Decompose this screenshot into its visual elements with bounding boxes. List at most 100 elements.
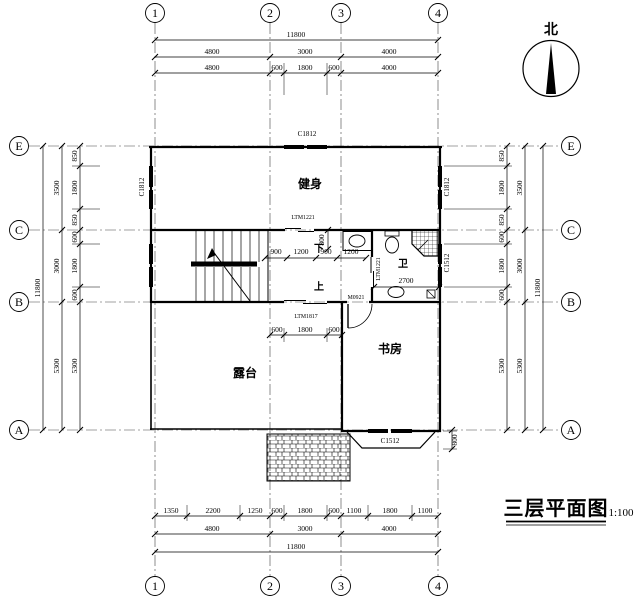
parapet-walls [150,303,343,430]
axis-row-b-right: B [567,295,575,309]
labels: 健身 卫 书房 露台 下 上 C1812 C1812 C1812 C1512 C… [138,130,451,445]
axis-row-c-right: C [567,223,575,237]
dim-top-600a: 600 [271,63,283,72]
axis-row-b-left: B [15,295,23,309]
dim-bot-4000: 4000 [382,524,397,533]
dimension-lines [42,39,544,553]
dim-bot-1800a: 1800 [298,506,313,515]
axis-row-c-left: C [15,223,23,237]
dim-bot-1250: 1250 [248,506,263,515]
dim-vanity-800: 800 [317,234,326,246]
axis-bubbles [9,3,581,596]
window-label-c1512-right: C1512 [443,253,451,272]
dim-bot-600b: 600 [328,506,340,515]
dim-right-5300b: 5300 [515,358,524,373]
window-label-c1512-bay: C1512 [381,437,400,445]
axis-row-e-right: E [567,139,574,153]
dim-bot-600a: 600 [271,506,283,515]
doors [284,228,374,329]
axis-col-2-bottom: 2 [267,579,273,593]
dim-right-3500: 3500 [515,180,524,195]
dim-bot-2200: 2200 [206,506,221,515]
dim-left-850a: 850 [70,150,79,162]
north-needle-icon [546,43,556,94]
north-label: 北 [544,22,558,38]
door-label-ltm1221-gym: LTM1221 [291,215,314,221]
dim-bath-2700: 2700 [399,276,414,285]
axis-bubble-labels: 1 2 3 4 1 2 3 4 E C B A E C B A [15,6,576,593]
dim-left-3500: 3500 [52,180,61,195]
dim-bot-1800b: 1800 [383,506,398,515]
axis-row-a-left: A [15,423,24,437]
room-study: 书房 [378,341,402,356]
dim-top-4000b: 4000 [382,63,397,72]
dim-corridor-1200a: 1200 [294,247,309,256]
stair-down-label: 下 [314,243,324,255]
bath-fixture-oval [387,286,405,298]
dim-bot-3000: 3000 [298,524,313,533]
dim-bot-1350: 1350 [164,506,179,515]
dim-bot-1100b: 1100 [418,506,433,515]
stairs [191,231,260,302]
dim-right-600b: 600 [497,289,506,301]
dim-top-4000: 4000 [382,47,397,56]
dim-corridor-900a: 900 [270,247,282,256]
axis-col-1-bottom: 1 [152,579,158,593]
dim-top-4800b: 4800 [205,63,220,72]
dim-top-overall: 11800 [287,30,306,39]
dim-left-5300b: 5300 [52,358,61,373]
dim-right-1800b: 1800 [497,258,506,273]
shower-arrow [417,239,429,251]
room-gym: 健身 [298,176,322,191]
toilet-bowl [385,236,399,254]
axis-row-a-right: A [567,423,576,437]
axis-col-2: 2 [267,6,273,20]
dim-left-3000: 3000 [52,258,61,273]
drawing-scale: 1:100 [608,507,634,519]
bath-fixtures [342,230,436,299]
toilet-tank [384,230,400,237]
dim-left-850b: 850 [70,214,79,226]
title-block: 三层平面图 1:100 [504,496,634,526]
dim-bay-800: 800 [450,434,459,446]
axis-col-3-bottom: 3 [338,579,344,593]
windows [149,145,442,433]
north-circle [522,39,580,98]
dim-top-1800: 1800 [298,63,313,72]
window-label-c1812-left: C1812 [138,177,146,196]
witness-lines [72,63,512,521]
dim-left-1800b: 1800 [70,258,79,273]
window-label-c1812-right: C1812 [443,177,451,196]
axis-col-1: 1 [152,6,158,20]
floor-drain [426,289,436,299]
vanity-counter [342,231,373,251]
door-label-ltm1221-bath: LTM1221 [376,257,382,280]
dim-right-overall: 11800 [533,279,542,298]
dim-top-600b: 600 [328,63,340,72]
dim-corridor-900b: 900 [320,247,332,256]
axis-grid [29,23,561,576]
dim-terrace-1800: 1800 [298,325,313,334]
drawing-title: 三层平面图 [504,496,609,520]
dim-top-3000: 3000 [298,47,313,56]
dim-left-overall: 11800 [33,279,42,298]
axis-row-e-left: E [15,139,22,153]
axis-col-4: 4 [435,6,441,20]
dim-terrace-600a: 600 [271,325,283,334]
bay-window-outline [346,431,436,449]
dim-bot-overall: 11800 [287,542,306,551]
stair-up-label: 上 [314,280,324,293]
dim-left-600a: 600 [70,231,79,243]
washbasin [348,234,366,248]
room-terrace: 露台 [233,365,257,380]
dim-right-3000: 3000 [515,258,524,273]
dim-terrace-600b: 600 [328,325,340,334]
door-label-ltm1817: LTM1817 [294,314,317,320]
dim-right-5300a: 5300 [497,358,506,373]
dim-right-850a: 850 [497,150,506,162]
dim-left-5300a: 5300 [70,358,79,373]
dim-bot-1100a: 1100 [347,506,362,515]
dim-left-600b: 600 [70,289,79,301]
